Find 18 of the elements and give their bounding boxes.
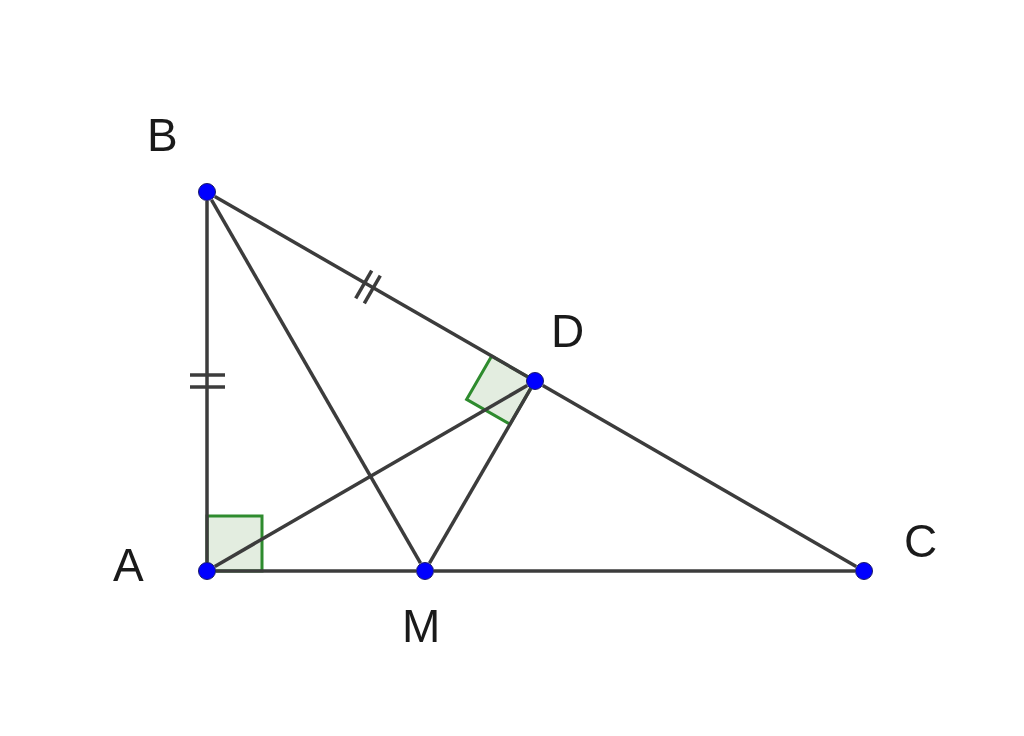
point-label: M — [402, 603, 441, 649]
line-segment — [210, 198, 422, 565]
point-label: D — [551, 308, 585, 354]
point-marker — [855, 562, 873, 580]
point-marker — [198, 562, 216, 580]
line-segment — [434, 569, 855, 573]
line-segment — [541, 384, 858, 568]
point-marker — [416, 562, 434, 580]
point-label: C — [904, 518, 938, 564]
point-marker — [198, 183, 216, 201]
line-segment — [205, 201, 209, 562]
line-segment — [213, 384, 529, 568]
point-label: A — [113, 542, 144, 588]
line-segment — [216, 569, 416, 573]
line-segment — [428, 387, 532, 565]
point-label: B — [147, 112, 178, 158]
point-marker — [526, 372, 544, 390]
line-segment — [213, 195, 529, 378]
